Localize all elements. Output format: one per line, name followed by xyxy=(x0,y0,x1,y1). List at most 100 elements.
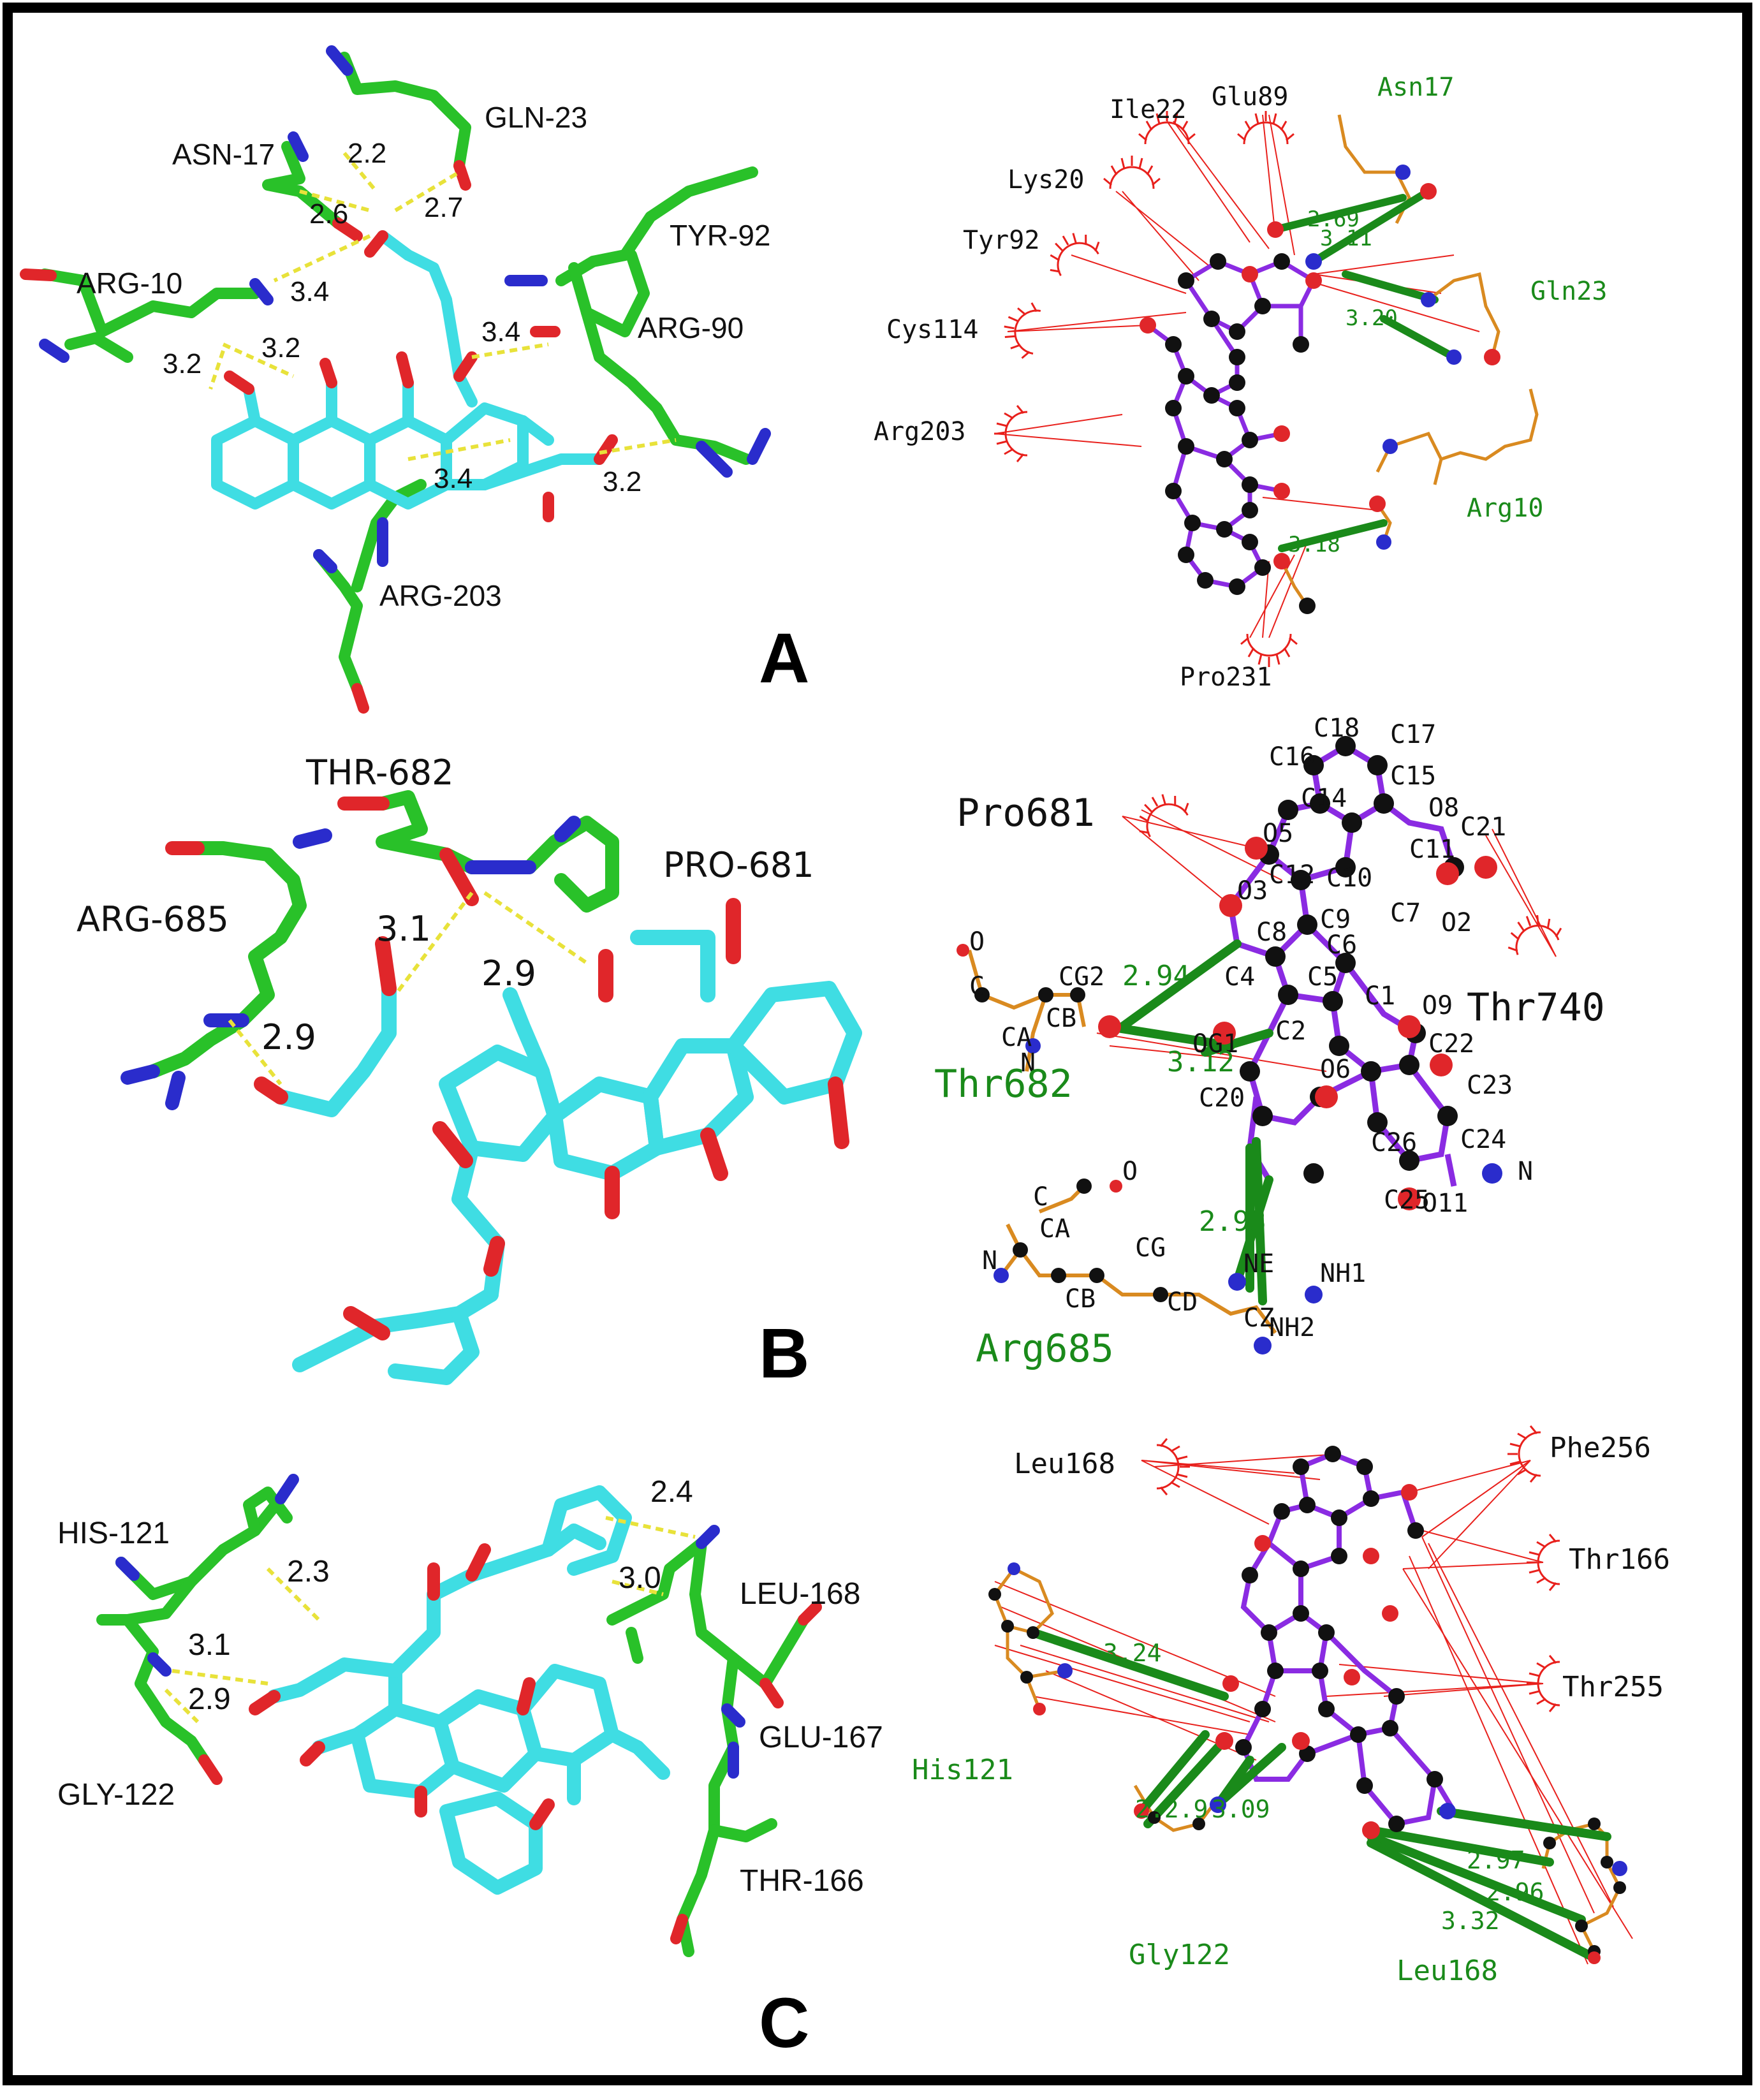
atom-label: C12 xyxy=(1269,860,1315,890)
distance: 3.4 xyxy=(290,276,329,307)
distance: 2.4 xyxy=(650,1475,693,1509)
residue-gln23: Gln23 xyxy=(1530,277,1607,306)
distance: 2.97 xyxy=(1467,1846,1525,1874)
distance: 2.9 xyxy=(188,1682,231,1716)
atom-label: NE xyxy=(1243,1249,1274,1279)
residue-gly122: Gly122 xyxy=(1129,1939,1230,1971)
atom-label: C21 xyxy=(1460,812,1506,842)
panel-b-3d: THR-682 PRO-681 ARG-685 3.1 2.9 2.9 B xyxy=(77,753,862,1393)
distance: 2.3 xyxy=(287,1555,330,1589)
atom-label: C7 xyxy=(1390,899,1421,928)
distance: 2.96 xyxy=(1486,1878,1544,1906)
label-leu-168: LEU-168 xyxy=(740,1577,860,1611)
residue-phe256: Phe256 xyxy=(1550,1432,1651,1464)
atom-label: C23 xyxy=(1467,1071,1513,1100)
atom-label: C11 xyxy=(1409,835,1455,864)
atom-label: C8 xyxy=(1256,918,1287,947)
residue-thr166: Thr166 xyxy=(1569,1543,1670,1576)
atom-label: CA xyxy=(1039,1214,1070,1244)
distance: 2.7 xyxy=(424,192,463,223)
residue-leu168: Leu168 xyxy=(1397,1955,1498,1987)
panel-a-ligplot: Asn17 Gln23 Arg10 Ile22 Glu89 Lys20 Tyr9… xyxy=(874,73,1607,692)
label-thr-682: THR-682 xyxy=(305,753,453,793)
atom-label: O3 xyxy=(1237,876,1268,906)
label-arg-685: ARG-685 xyxy=(77,899,229,939)
residue-thr740: Thr740 xyxy=(1467,985,1605,1030)
atom-label: C25 xyxy=(1384,1186,1430,1215)
label-arg-10: ARG-10 xyxy=(77,267,182,300)
residue-asn17: Asn17 xyxy=(1377,73,1454,102)
atom-label: O xyxy=(1122,1157,1138,1186)
residue-arg10: Arg10 xyxy=(1467,494,1543,523)
residue-lys20: Lys20 xyxy=(1008,165,1084,195)
panel-letter-b: B xyxy=(759,1314,809,1393)
residue-thr255: Thr255 xyxy=(1562,1671,1664,1703)
residue-pro681: Pro681 xyxy=(957,791,1095,835)
label-arg-90: ARG-90 xyxy=(638,311,744,344)
label-asn-17: ASN-17 xyxy=(172,138,275,171)
atom-label: C2 xyxy=(1275,1017,1306,1046)
atom-label: C5 xyxy=(1307,962,1338,992)
atom-label: C6 xyxy=(1326,930,1357,960)
atom-label: O6 xyxy=(1320,1055,1351,1084)
atom-label: O8 xyxy=(1428,793,1459,823)
residue-pro231: Pro231 xyxy=(1180,663,1272,692)
atom-label: C18 xyxy=(1314,714,1360,743)
panel-c-ligplot: Leu168 Phe256 Thr166 Thr255 His121 Gly12… xyxy=(912,1425,1670,1987)
residue-arg685: Arg685 xyxy=(976,1326,1114,1371)
atom-label: CG2 xyxy=(1059,962,1104,992)
atom-label: O2 xyxy=(1441,908,1472,937)
label-glu-167: GLU-167 xyxy=(759,1721,883,1754)
atom-label: CZ xyxy=(1243,1303,1274,1333)
atom-label: C24 xyxy=(1460,1125,1506,1154)
distance: 3.4 xyxy=(481,316,520,348)
panel-b-ligplot: C18 C17 C16 C15 O8 C21 C14 O5 C11 C12 C1… xyxy=(934,714,1605,1371)
distance: 2.93 xyxy=(1199,1205,1266,1238)
atom-label: C17 xyxy=(1390,720,1436,749)
atom-label: O5 xyxy=(1263,819,1293,848)
panel-a-3d: ASN-17 GLN-23 TYR-92 ARG-10 ARG-90 ARG-2… xyxy=(20,45,809,714)
atom-label: C26 xyxy=(1371,1128,1417,1157)
atom-label: O11 xyxy=(1422,1189,1468,1218)
residue-tyr92: Tyr92 xyxy=(963,226,1039,255)
atom-label: N xyxy=(1518,1157,1533,1186)
label-tyr-92: TYR-92 xyxy=(670,219,770,252)
atom-label: O xyxy=(969,927,985,957)
atom-label: CD xyxy=(1167,1288,1198,1317)
distance: 3.18 xyxy=(1288,532,1340,557)
distance: 2.94 xyxy=(1122,960,1190,992)
distance: 2.2 xyxy=(348,138,386,169)
distance: 3.2 xyxy=(261,332,300,363)
distance: 3.1 xyxy=(376,909,431,949)
atom-label: C10 xyxy=(1326,863,1372,893)
label-thr-166: THR-166 xyxy=(740,1864,864,1898)
residue-ile22: Ile22 xyxy=(1110,95,1186,124)
distance: 3.2 xyxy=(163,348,202,379)
label-arg-203: ARG-203 xyxy=(379,579,502,612)
atom-label: C14 xyxy=(1301,784,1347,813)
atom-label: C15 xyxy=(1390,761,1436,791)
atom-label: N xyxy=(1020,1048,1036,1078)
distance: 3.20 xyxy=(1346,305,1398,331)
panel-c-3d: HIS-121 GLY-122 LEU-168 GLU-167 THR-166 … xyxy=(57,1474,883,2062)
atom-label: NH1 xyxy=(1320,1259,1366,1288)
distance: 2.2.9 xyxy=(1135,1795,1208,1823)
distance: 3.11 xyxy=(1320,226,1372,251)
distance: 3.2 xyxy=(603,466,642,497)
atom-label: C xyxy=(1033,1182,1048,1212)
distance: 3.32 xyxy=(1441,1907,1500,1935)
distance: 3.4 xyxy=(434,463,473,494)
distance: 3.1 xyxy=(188,1628,231,1662)
distance: 2.9 xyxy=(261,1017,316,1057)
residue-arg203: Arg203 xyxy=(874,417,966,446)
distance: 2.6 xyxy=(309,198,348,230)
atom-label: CB xyxy=(1065,1284,1096,1314)
atom-label: N xyxy=(982,1246,997,1275)
atom-label: CB xyxy=(1046,1004,1076,1033)
label-gln-23: GLN-23 xyxy=(485,101,587,134)
label-pro-681: PRO-681 xyxy=(663,845,814,885)
residue-thr682: Thr682 xyxy=(934,1062,1073,1106)
residue-glu89: Glu89 xyxy=(1212,82,1288,112)
atom-label: CG xyxy=(1135,1233,1166,1263)
